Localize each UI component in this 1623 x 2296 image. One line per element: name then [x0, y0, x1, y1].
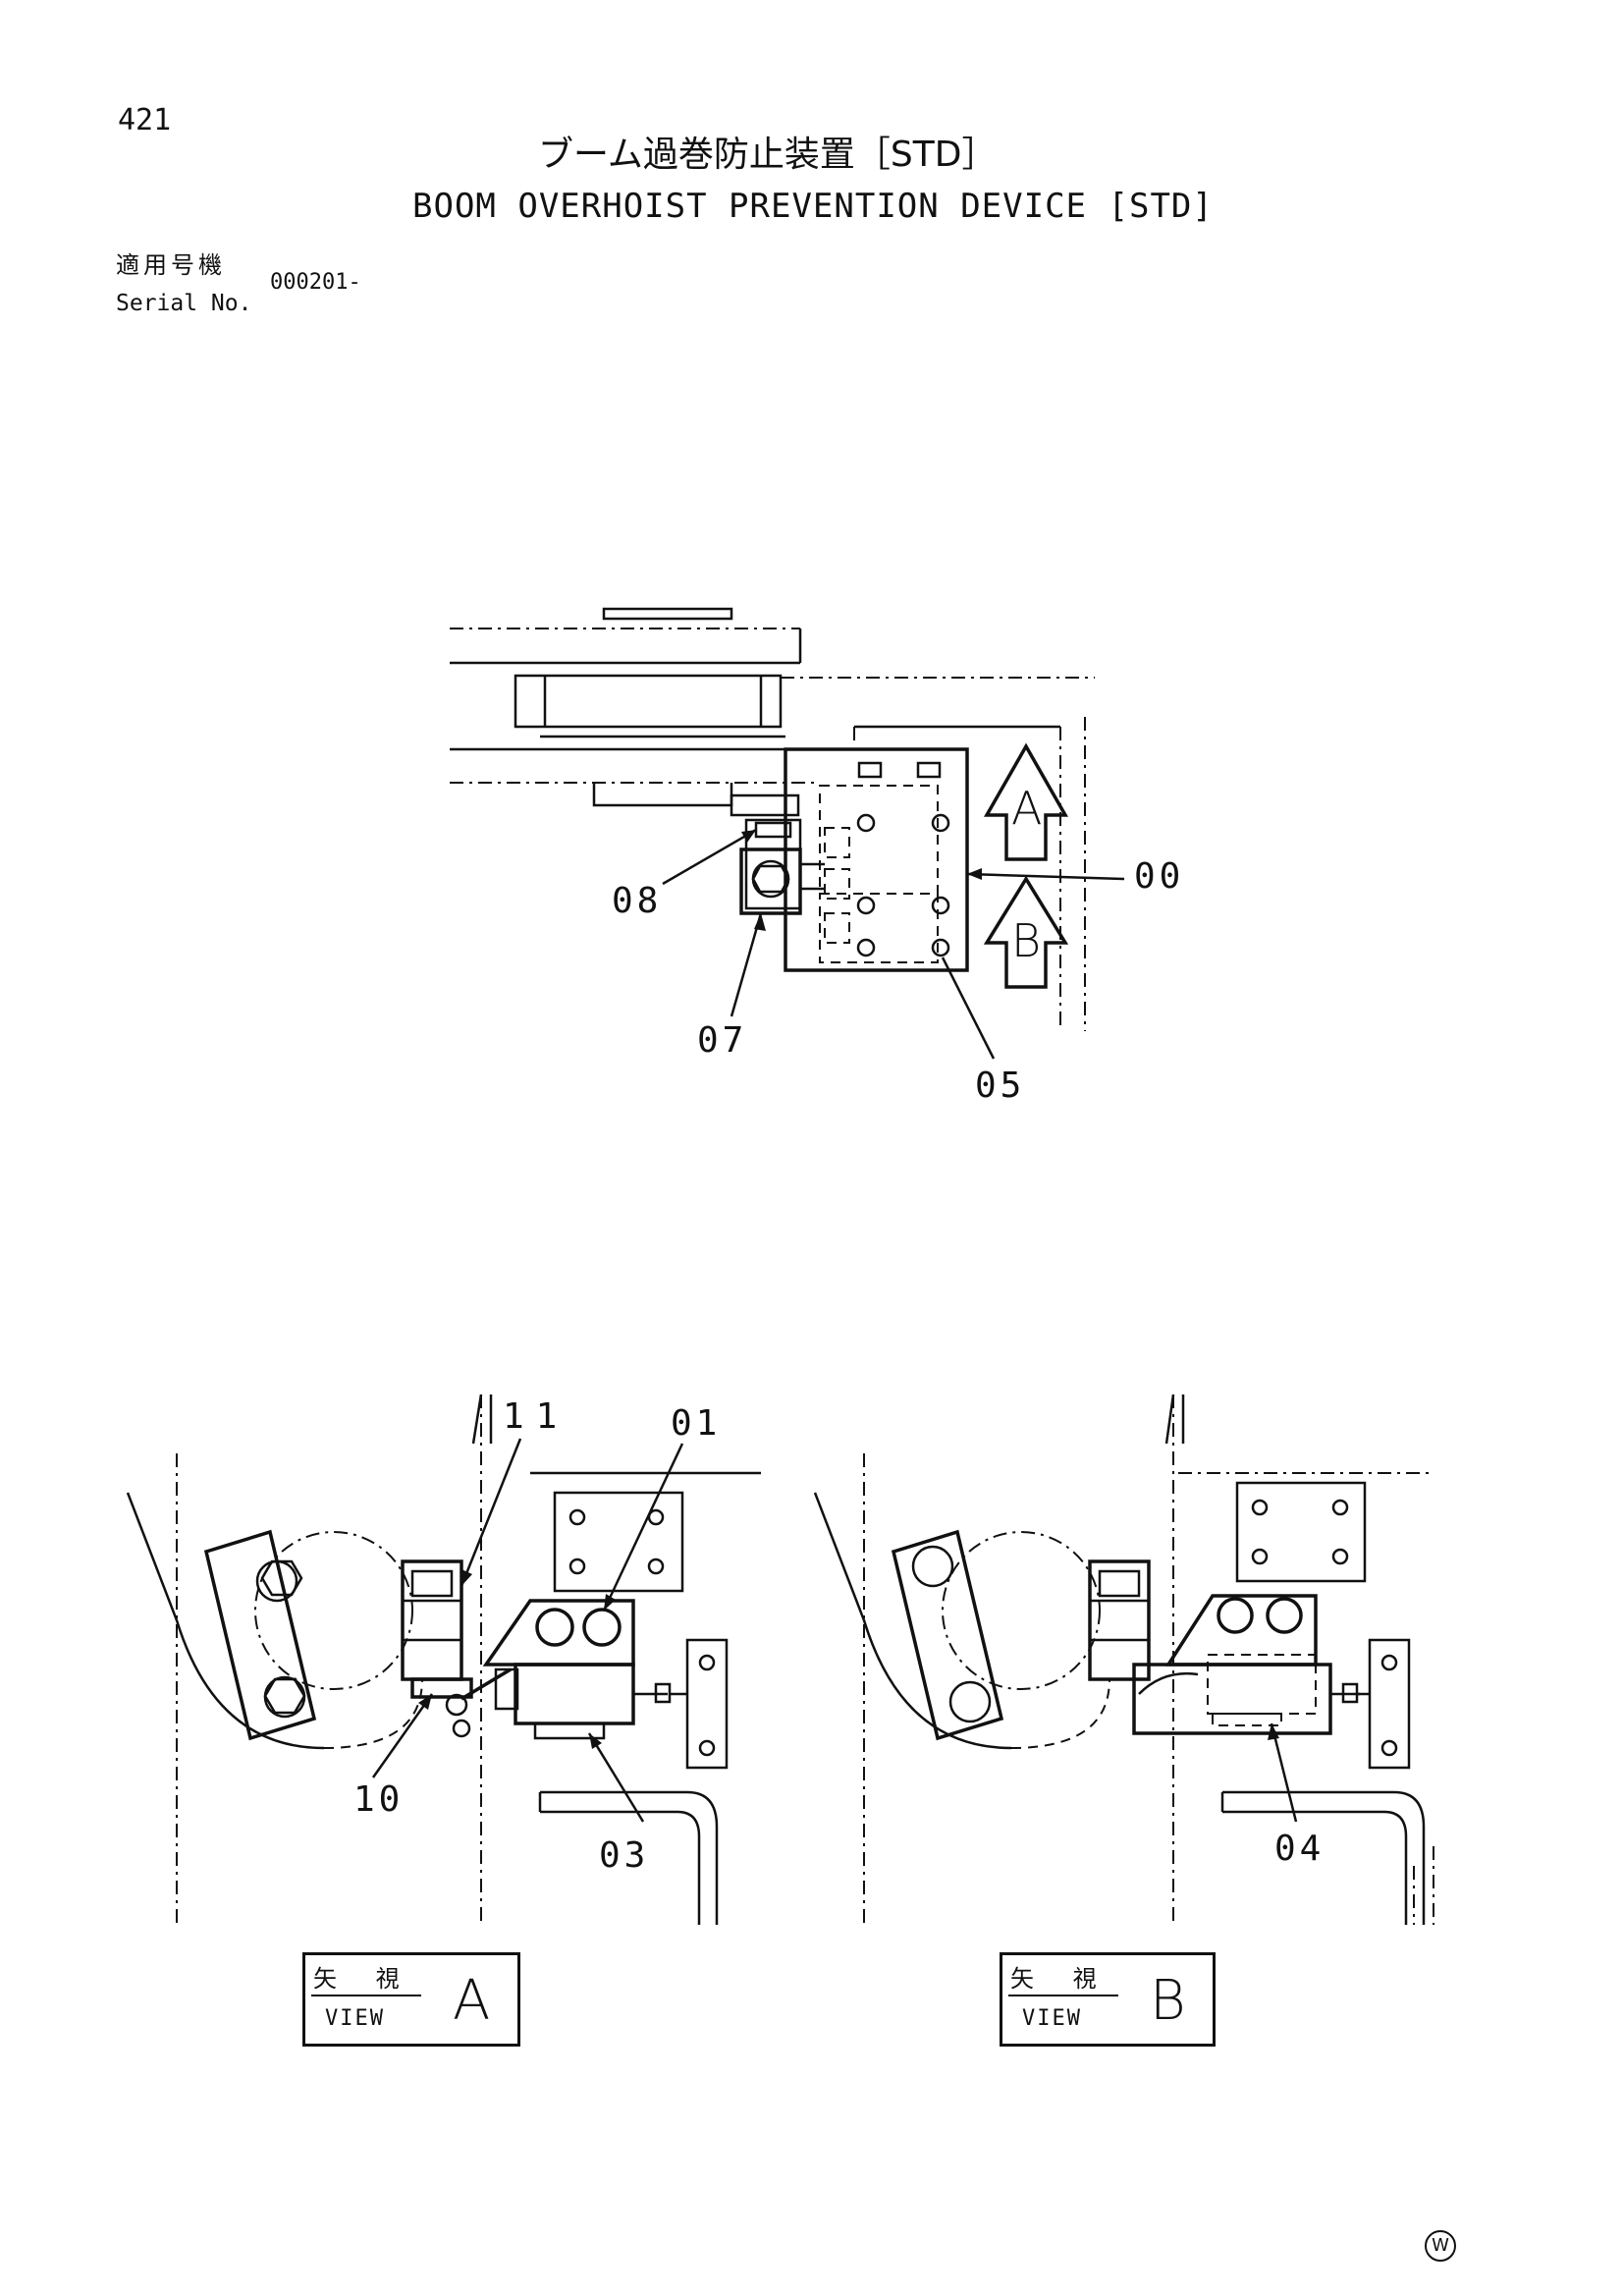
page-title-japanese: ブーム過巻防止装置［STD］: [538, 135, 998, 175]
callout-04: 04: [1274, 1829, 1325, 1869]
callout-01: 01: [671, 1403, 722, 1444]
view-a-label-rule: [311, 1995, 421, 1996]
serial-label-japanese: 適用号機: [116, 251, 226, 279]
page-number: 421: [118, 103, 172, 137]
view-b-label-rule: [1008, 1995, 1118, 1996]
serial-number-range: 000201-: [270, 270, 361, 295]
view-a-label-box: 矢 視 VIEW A: [302, 1952, 520, 2047]
view-a-letter: A: [453, 1969, 491, 2033]
view-a-label-japanese: 矢 視: [313, 1965, 415, 1993]
callout-03: 03: [599, 1835, 650, 1876]
view-b-label-box: 矢 視 VIEW B: [1000, 1952, 1216, 2047]
arrow-a-label: A: [1011, 782, 1043, 835]
view-a-drawing: [126, 1394, 761, 1925]
view-b-drawing: [813, 1394, 1434, 1925]
callout-05: 05: [975, 1066, 1026, 1106]
view-a-label-english: VIEW: [325, 2006, 385, 2031]
view-b-letter: B: [1150, 1969, 1186, 2033]
callout-10: 10: [353, 1779, 405, 1820]
serial-label-english: Serial No.: [116, 291, 252, 316]
callout-11: 11: [503, 1396, 569, 1437]
top-view-drawing: [450, 607, 1125, 1060]
callout-00: 00: [1134, 856, 1185, 897]
publisher-mark-icon: W: [1425, 2230, 1456, 2262]
view-b-label-japanese: 矢 視: [1010, 1965, 1112, 1993]
view-b-label-english: VIEW: [1022, 2006, 1082, 2031]
page-title-english: BOOM OVERHOIST PREVENTION DEVICE [STD]: [412, 187, 1214, 226]
callout-08: 08: [612, 881, 663, 921]
callout-07: 07: [697, 1020, 748, 1061]
arrow-b-label: B: [1011, 914, 1042, 967]
